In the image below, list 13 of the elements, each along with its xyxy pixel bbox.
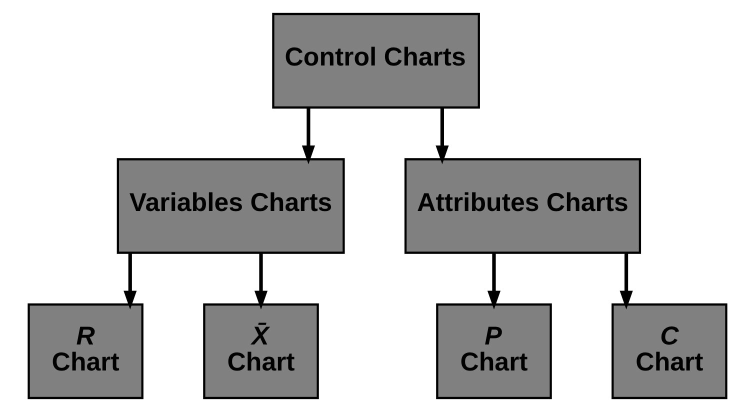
node-box: X̄ Chart — [202, 303, 318, 400]
arrow — [123, 252, 136, 310]
arrow — [301, 108, 315, 164]
node-box: Attributes Charts — [404, 158, 641, 254]
node-box: P Chart — [436, 303, 552, 400]
node-box: Control Charts — [272, 12, 480, 109]
arrow — [435, 108, 448, 164]
node-box: C Chart — [611, 303, 727, 400]
arrow — [254, 252, 268, 310]
node-box: Variables Charts — [116, 158, 344, 254]
arrow — [486, 252, 500, 310]
arrow — [619, 252, 632, 310]
node-box: R Chart — [27, 303, 143, 400]
